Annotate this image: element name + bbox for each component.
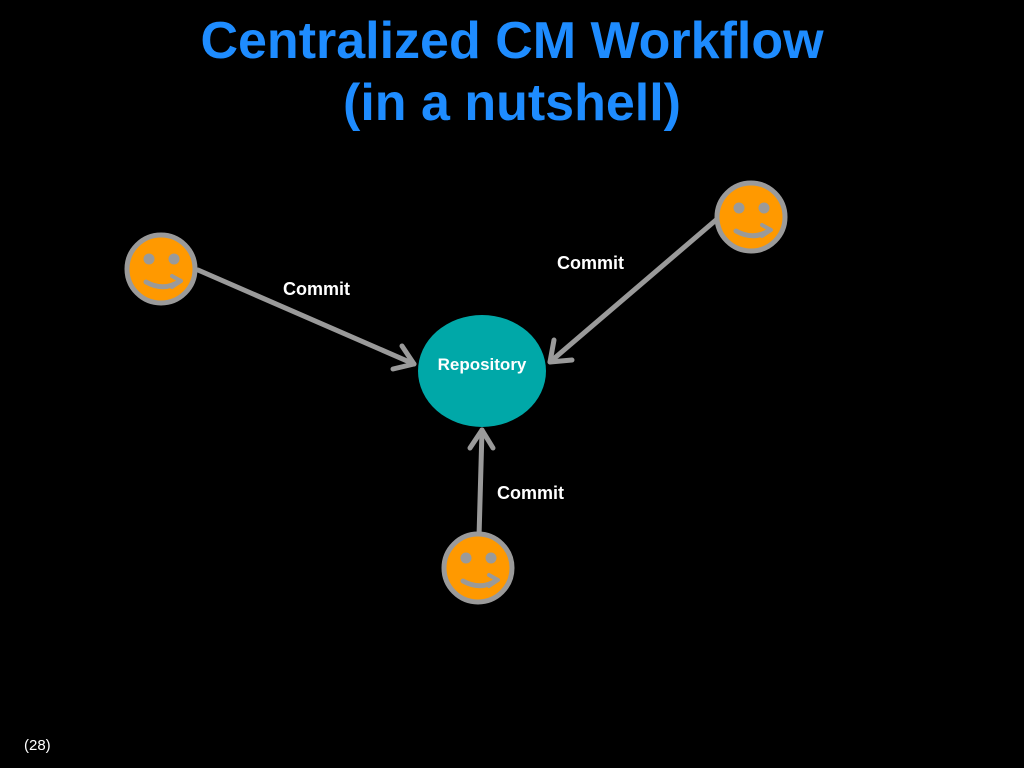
commit-label-left: Commit <box>283 279 350 299</box>
slide-title: Centralized CM Workflow (in a nutshell) <box>0 10 1024 134</box>
commit-arrow-bottom <box>467 427 496 540</box>
slide-title-line-1: Centralized CM Workflow <box>200 12 824 70</box>
user-left-icon <box>124 232 198 306</box>
user-bottom-icon <box>441 531 515 605</box>
repository-node <box>418 315 546 427</box>
user-right-icon <box>714 180 788 254</box>
repository-label: Repository <box>437 355 527 374</box>
page-number: (28) <box>24 737 51 754</box>
slide-title-line-2: (in a nutshell) <box>343 74 681 132</box>
commit-label-right: Commit <box>557 253 624 273</box>
commit-label-bottom: Commit <box>497 483 564 503</box>
commit-arrow-right <box>547 217 719 365</box>
commit-arrow-left <box>195 267 417 372</box>
